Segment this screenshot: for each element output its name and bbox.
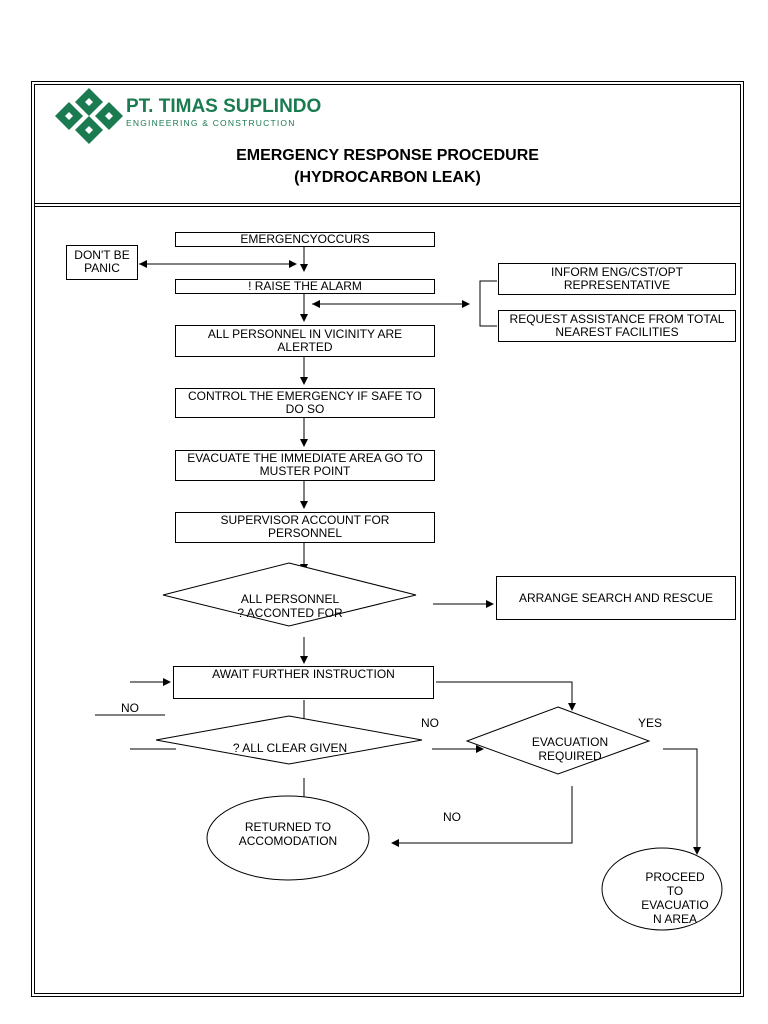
step-dont-panic: DON'T BE PANIC xyxy=(66,245,138,280)
step-request-label-1: REQUEST ASSISTANCE FROM TOTAL xyxy=(509,312,725,326)
step-control-label-1: CONTROL THE EMERGENCY IF SAFE TO xyxy=(187,389,423,403)
label-yes: YES xyxy=(637,716,662,730)
step-supervisor-account: SUPERVISOR ACCOUNT FOR PERSONNEL xyxy=(175,512,435,543)
step-supervisor-label-2: PERSONNEL xyxy=(267,526,343,540)
step-await-instruction: AWAIT FURTHER INSTRUCTION xyxy=(173,666,434,699)
decision-accounted-shape xyxy=(162,562,417,627)
step-supervisor-label-1: SUPERVISOR ACCOUNT FOR xyxy=(220,513,390,527)
label-no-left: NO xyxy=(121,701,139,715)
page-subtitle: (HYDROCARBON LEAK) xyxy=(294,169,481,186)
page-frame-outer xyxy=(31,81,744,997)
page-frame-inner xyxy=(34,84,741,994)
terminal-proceed-label-2: TO xyxy=(666,884,684,898)
terminal-proceed-label-3: EVACUATIO xyxy=(641,898,709,912)
step-await-label: AWAIT FURTHER INSTRUCTION xyxy=(212,667,395,681)
decision-all-clear-label: ? ALL CLEAR GIVEN xyxy=(232,741,348,755)
page-title: EMERGENCY RESPONSE PROCEDURE xyxy=(236,147,539,164)
step-dont-panic-label-2: PANIC xyxy=(84,261,120,275)
company-name: PT. TIMAS SUPLINDO xyxy=(126,96,322,117)
company-logo-icon xyxy=(55,88,123,144)
step-personnel-alerted: ALL PERSONNEL IN VICINITY ARE ALERTED xyxy=(175,325,435,357)
header-divider-inner xyxy=(34,206,741,207)
header-divider xyxy=(34,203,741,204)
terminal-proceed-label-1: PROCEED xyxy=(645,870,705,884)
decision-all-clear-shape xyxy=(155,715,423,765)
step-dont-panic-label-1: DON'T BE xyxy=(74,248,130,262)
terminal-returned-label-1: RETURNED TO xyxy=(244,820,332,834)
step-inform-label-1: INFORM ENG/CST/OPT xyxy=(551,265,683,279)
step-control-label-2: DO SO xyxy=(285,402,325,416)
step-search-rescue-label: ARRANGE SEARCH AND RESCUE xyxy=(518,591,714,605)
decision-evac-required-shape xyxy=(465,706,651,775)
step-emergency-occurs-label: EMERGENCYOCCURS xyxy=(240,232,370,246)
step-alerted-label-1: ALL PERSONNEL IN VICINITY ARE xyxy=(207,327,403,341)
decision-evac-required-label-1: EVACUATION xyxy=(531,735,609,749)
terminal-proceed-shape xyxy=(601,847,723,931)
label-no-mid: NO xyxy=(421,716,439,730)
decision-evac-required-label-2: REQUIRED xyxy=(538,749,602,763)
step-evacuate-muster: EVACUATE THE IMMEDIATE AREA GO TO MUSTER… xyxy=(175,450,435,481)
step-evacuate-label-1: EVACUATE THE IMMEDIATE AREA GO TO xyxy=(187,451,423,465)
step-evacuate-label-2: MUSTER POINT xyxy=(259,464,351,478)
company-tagline: ENGINEERING & CONSTRUCTION xyxy=(126,118,296,128)
decision-accounted-label-2: ? ACCONTED FOR xyxy=(237,606,343,620)
step-inform-label-2: REPRESENTATIVE xyxy=(563,278,671,292)
company-wordmark: PT. TIMAS SUPLINDO ENGINEERING & CONSTRU… xyxy=(126,96,321,128)
decision-accounted-label-1: ALL PERSONNEL xyxy=(240,592,340,606)
step-raise-alarm-label: ! RAISE THE ALARM xyxy=(248,279,362,293)
step-search-rescue: ARRANGE SEARCH AND RESCUE xyxy=(496,576,736,620)
step-raise-alarm: ! RAISE THE ALARM xyxy=(175,279,435,294)
step-request-label-2: NEAREST FACILITIES xyxy=(555,325,679,339)
terminal-returned-shape xyxy=(206,795,370,881)
step-control-emergency: CONTROL THE EMERGENCY IF SAFE TO DO SO xyxy=(175,388,435,418)
step-emergency-occurs: EMERGENCYOCCURS xyxy=(175,232,435,247)
terminal-proceed-label-4: N AREA xyxy=(652,912,697,926)
step-alerted-label-2: ALERTED xyxy=(277,340,333,354)
terminal-returned-label-2: ACCOMODATION xyxy=(238,834,338,848)
step-inform-representative: INFORM ENG/CST/OPT REPRESENTATIVE xyxy=(498,263,736,295)
label-no-bottom: NO xyxy=(443,810,461,824)
step-request-assistance: REQUEST ASSISTANCE FROM TOTAL NEAREST FA… xyxy=(498,310,736,342)
